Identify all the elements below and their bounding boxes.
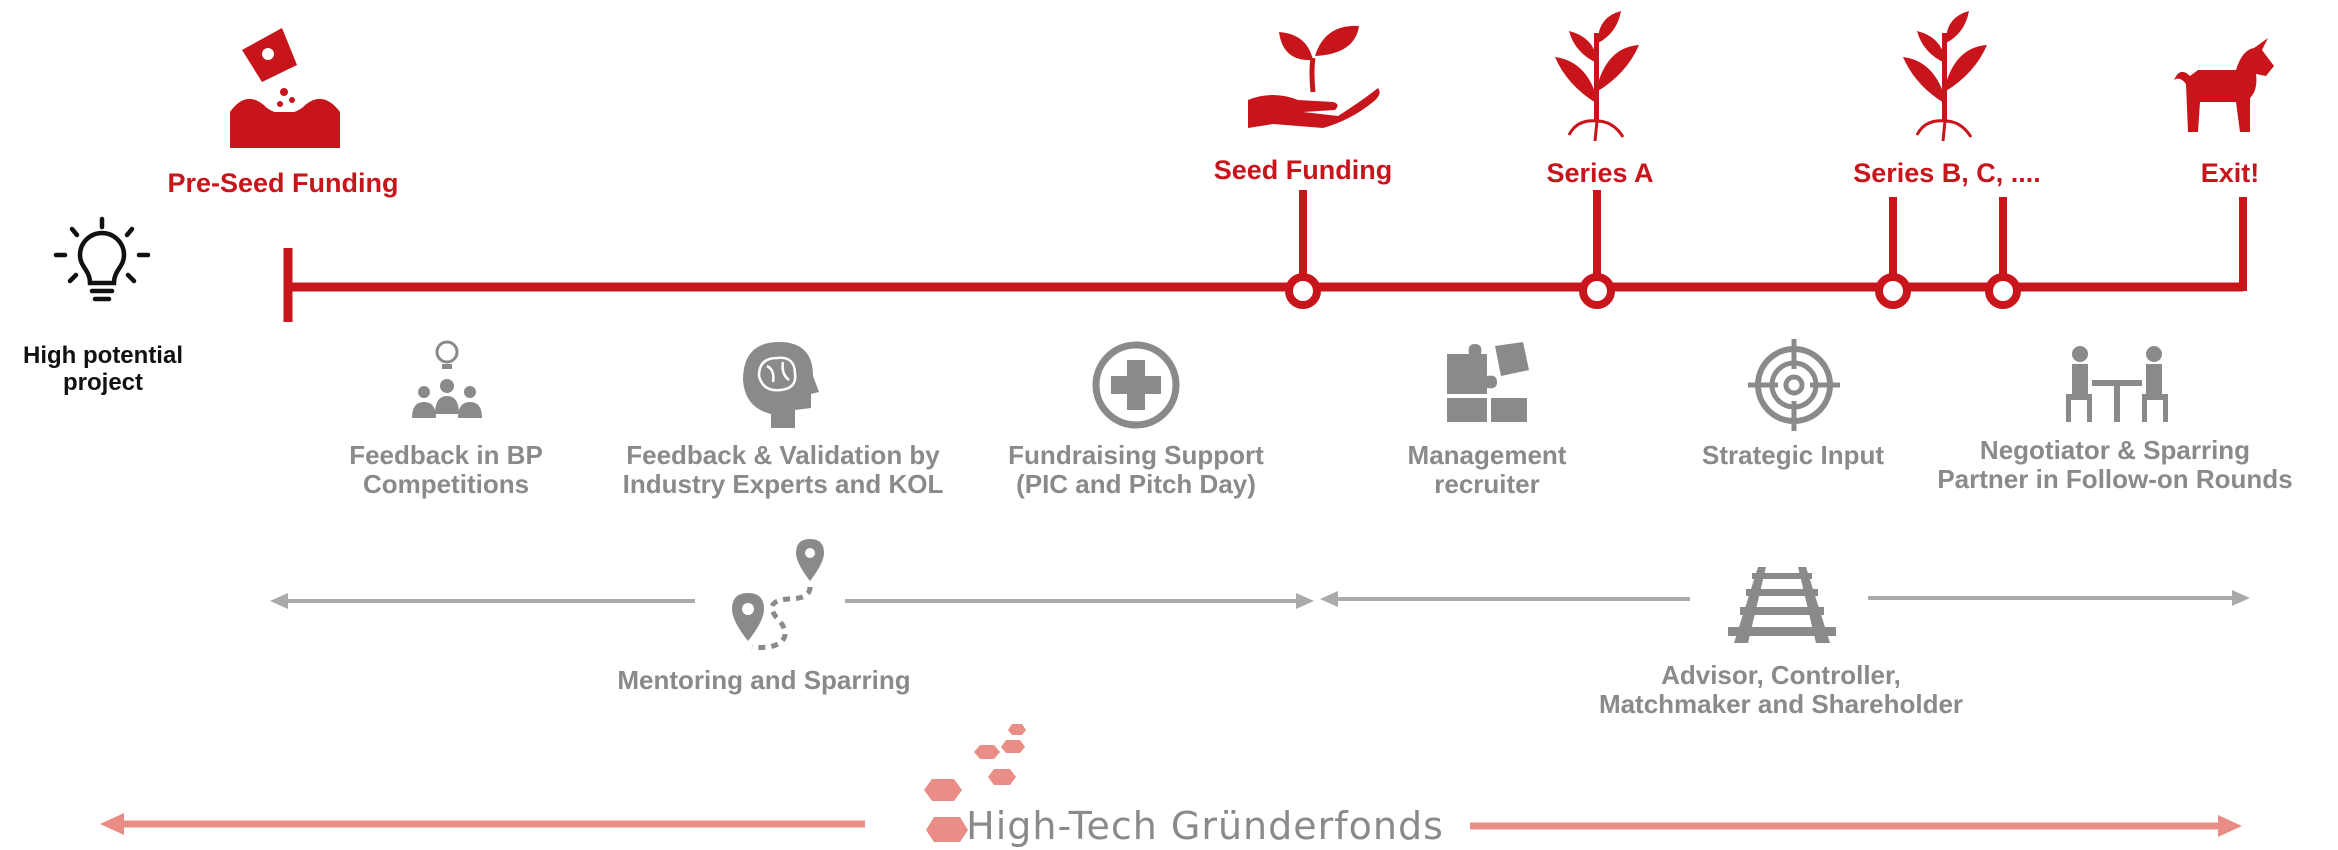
milestone-series-bc: Series B, C, .... [1853,158,2041,188]
phase-advisor-label: Advisor, Controller, Matchmaker and Shar… [1599,661,1963,719]
support-fundraising-label: Fundraising Support (PIC and Pitch Day) [1008,441,1264,499]
puzzle-icon [1447,342,1529,422]
support-management-label: Management recruiter [1408,441,1567,499]
meeting-icon [2066,346,2168,422]
brand-name: High-Tech Gründerfonds [966,804,1444,848]
sprout-in-hand-icon [1248,25,1380,128]
brand-arrow [100,813,2242,837]
start-label-line2: project [62,369,144,396]
hexagon-logo-icon [924,724,1026,842]
support-fundraising-line1: Fundraising Support [1008,440,1264,470]
milestone-series-a: Series A [1546,158,1654,188]
start-label-line1: High potential [23,342,183,369]
support-management-line2: recruiter [1434,469,1540,499]
support-bp-label: Feedback in BP Competitions [349,441,543,499]
medical-cross-icon [1092,341,1180,429]
support-bp-line2: Competitions [362,469,530,499]
start-label: High potential project [23,342,183,396]
phase-advisor-line1: Advisor, Controller, [1661,660,1901,690]
support-negotiator-line2: Partner in Follow-on Rounds [1937,464,2293,494]
milestone-pre-seed: Pre-Seed Funding [167,168,399,198]
support-experts-label: Feedback & Validation by Industry Expert… [623,441,944,499]
phase-advisor-line2: Matchmaker and Shareholder [1598,689,1964,719]
support-management-line1: Management [1407,440,1567,470]
support-experts-line2: Industry Experts and KOL [622,469,944,499]
milestone-exit: Exit! [2200,158,2260,188]
target-icon [1748,339,1840,431]
brain-head-icon [743,342,819,428]
rail-track-icon [1728,567,1836,643]
milestone-dot-series-b [1875,273,1911,309]
plant-icon-series-a [1555,11,1639,142]
idea-team-icon [412,340,482,418]
milestone-dot-series-a [1579,273,1615,309]
milestone-dot-series-c [1985,273,2021,309]
seed-bag-icon [230,28,340,148]
phase-mentoring-label: Mentoring and Sparring [617,665,911,695]
advisor-arrow [1320,590,2250,607]
support-strategic-label: Strategic Input [1702,441,1884,470]
unicorn-icon [2174,38,2274,132]
route-pins-icon [732,539,824,650]
mentoring-arrow [270,593,1314,609]
support-fundraising-line2: (PIC and Pitch Day) [1016,469,1256,499]
support-bp-line1: Feedback in BP [349,440,543,470]
milestone-seed: Seed Funding [1213,155,1393,185]
timeline-bar [283,190,2247,322]
milestone-dot-seed [1285,273,1321,309]
support-negotiator-line1: Negotiator & Sparring [1979,435,2251,465]
plant-icon-series-bc [1903,11,1987,142]
support-strategic-line1: Strategic Input [1701,440,1885,470]
lightbulb-icon [53,216,151,302]
support-experts-line1: Feedback & Validation by [626,440,940,470]
support-negotiator-label: Negotiator & Sparring Partner in Follow-… [1937,436,2292,494]
